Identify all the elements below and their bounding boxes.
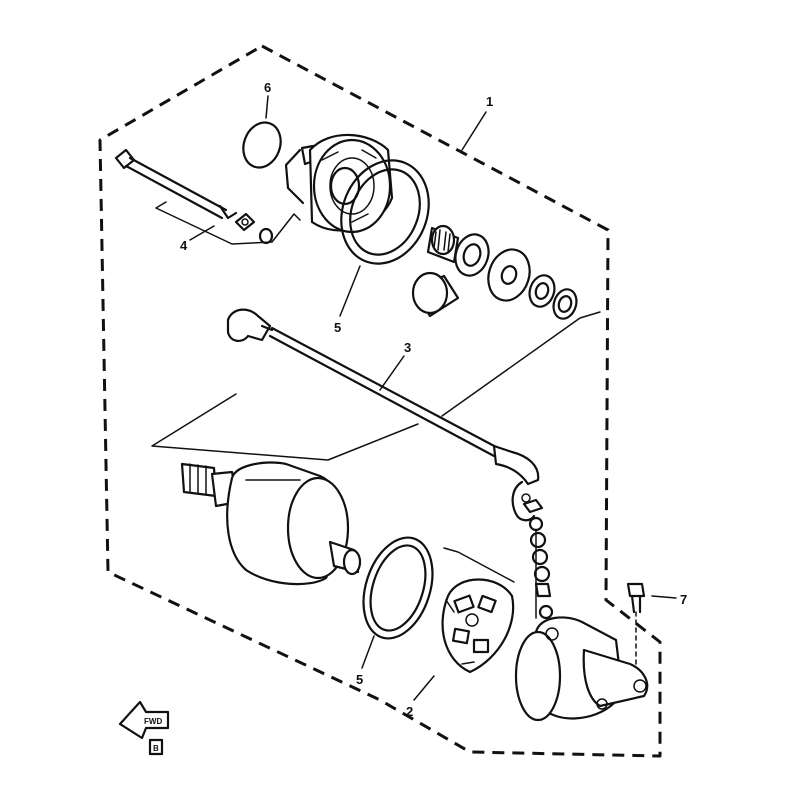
bolt-set-bracket xyxy=(155,201,301,245)
mounting-bolt xyxy=(626,582,646,667)
needle-bearing xyxy=(426,224,460,264)
washer-large xyxy=(487,248,531,302)
callout-2: 2 xyxy=(406,704,413,719)
washer-small xyxy=(552,288,578,320)
leader-lines xyxy=(189,95,677,701)
upper-group-bracket xyxy=(441,311,601,417)
armature-bracket xyxy=(151,393,419,461)
o-ring-upper xyxy=(340,159,430,265)
oil-seal xyxy=(454,233,490,277)
callout-5-upper: 5 xyxy=(334,320,341,335)
collar xyxy=(411,271,460,318)
callout-6: 6 xyxy=(264,80,271,95)
brush-holder xyxy=(441,578,515,674)
armature xyxy=(180,461,362,586)
o-ring-lower xyxy=(362,536,434,640)
callout-5-lower: 5 xyxy=(356,672,363,687)
rear-cover xyxy=(514,616,649,722)
callout-3: 3 xyxy=(404,340,411,355)
svg-text:B: B xyxy=(153,744,159,753)
svg-text:FWD: FWD xyxy=(144,717,162,726)
o-ring-small xyxy=(242,121,282,169)
callout-4: 4 xyxy=(180,238,188,253)
brush-holder-bracket xyxy=(443,547,515,583)
fwd-arrow-icon: FWD xyxy=(118,700,170,740)
reference-mark: B xyxy=(148,738,164,756)
lead-wire xyxy=(226,308,540,522)
terminal-hardware-stack xyxy=(522,498,554,620)
washer-medium xyxy=(528,274,556,308)
front-cover xyxy=(284,133,394,234)
callout-7: 7 xyxy=(680,592,687,607)
callout-1: 1 xyxy=(486,94,493,109)
through-bolt xyxy=(114,148,274,245)
